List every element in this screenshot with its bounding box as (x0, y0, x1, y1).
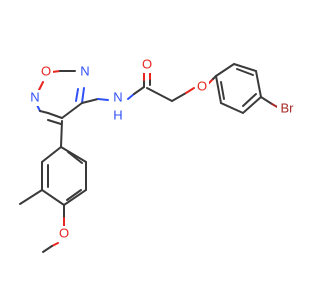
methoxy-methyl-bond (42, 245, 53, 253)
bond (171, 92, 187, 102)
oxadiazole-ring (35, 70, 85, 125)
bond (185, 87, 195, 94)
amide-hydrogen-label: H (113, 107, 122, 122)
bond (260, 96, 273, 105)
nitrogen-atom-label: N (30, 89, 39, 104)
bond (67, 151, 83, 164)
bond (242, 93, 257, 107)
bond (133, 86, 145, 95)
nitrogen-atom-label: N (80, 63, 89, 78)
bond (75, 88, 79, 102)
bond (81, 98, 99, 104)
atom-labels: O N N N H O O Br O (28, 56, 297, 242)
methoxy-methylphenyl-ring (19, 120, 87, 253)
bond (236, 68, 254, 76)
bond (61, 102, 83, 119)
amide-nitrogen-label: N (113, 89, 122, 104)
bond (81, 87, 85, 104)
bond (47, 112, 63, 119)
carbonyl-oxygen-label: O (142, 56, 152, 71)
bond (60, 120, 63, 148)
bond (66, 189, 82, 201)
bond (51, 242, 59, 247)
bond (220, 81, 225, 100)
bond (97, 98, 109, 101)
bond (39, 110, 49, 114)
bond (127, 93, 135, 100)
oxygen-atom-label: O (41, 63, 51, 78)
bromine-atom-label: Br (281, 100, 295, 115)
bond (146, 87, 173, 102)
bond (51, 70, 61, 73)
bromophenyl-ring (207, 62, 280, 115)
amide-linkage (81, 71, 195, 104)
ether-oxygen-label: O (197, 78, 207, 93)
methoxy-oxygen-label: O (59, 225, 69, 240)
bond (47, 119, 62, 125)
methyl-bond (19, 189, 43, 205)
molecule-structure: O N N N H O O Br O (19, 56, 297, 253)
